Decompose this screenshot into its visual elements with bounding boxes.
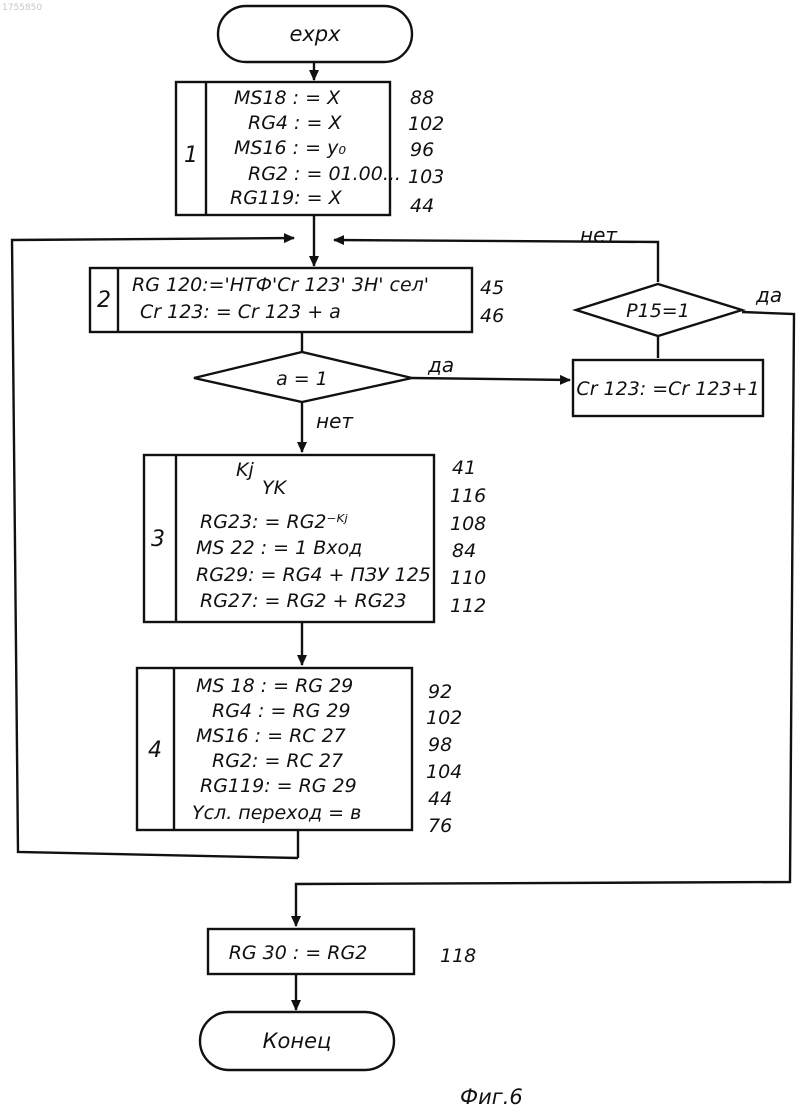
process-block-2: 2 RG 120:='HTФ'Cr 123' 3H' cел' Cr 123: … bbox=[90, 268, 472, 332]
block3-line-6: RG27: = RG2 + RG23 bbox=[200, 590, 407, 612]
watermark-text: 1755850 bbox=[2, 3, 42, 13]
block1-line-3: MS16 : = y₀ bbox=[234, 137, 346, 159]
process-block-1: 1 MS18 : = X RG4 : = X MS16 : = y₀ RG2 :… bbox=[176, 82, 401, 215]
decision-a-yes-label: да bbox=[427, 353, 454, 377]
block1-line-4: RG2 : = 01.00... bbox=[248, 163, 401, 185]
block1-ref-1: 88 bbox=[410, 87, 434, 109]
block3-ref-5: 110 bbox=[450, 567, 486, 589]
block3-line-4: MS 22 : = 1 Bxoд bbox=[196, 537, 362, 559]
block2-line-2: Cr 123: = Cr 123 + a bbox=[140, 301, 341, 323]
block1-ref-3: 96 bbox=[410, 139, 434, 161]
decision-a: a = 1 bbox=[194, 352, 412, 402]
block4-ref-2: 102 bbox=[426, 707, 462, 729]
start-terminator: expx bbox=[218, 6, 412, 62]
block3-line-1: Kj bbox=[236, 459, 254, 481]
block1-ref-5: 44 bbox=[410, 195, 434, 217]
block3-line-3: RG23: = RG2⁻ᴷʲ bbox=[200, 511, 348, 533]
block4-ref-4: 104 bbox=[426, 761, 462, 783]
increment-text: Cr 123: =Cr 123+1 bbox=[576, 378, 759, 400]
block4-number: 4 bbox=[148, 738, 162, 763]
start-label: expx bbox=[289, 22, 341, 46]
decision-a-no-label: нет bbox=[316, 409, 354, 433]
block1-line-1: MS18 : = X bbox=[234, 87, 341, 109]
block3-ref-4: 84 bbox=[452, 540, 476, 562]
block4-ref-5: 44 bbox=[428, 788, 452, 810]
block4-line-2: RG4 : = RG 29 bbox=[212, 700, 351, 722]
process-block-4: 4 MS 18 : = RG 29 RG4 : = RG 29 MS16 : =… bbox=[137, 668, 412, 830]
block4-line-5: RG119: = RG 29 bbox=[200, 775, 357, 797]
end-terminator: Конец bbox=[200, 1012, 394, 1070]
final-box-text: RG 30 : = RG2 bbox=[229, 942, 368, 964]
block3-line-2: YK bbox=[262, 477, 288, 499]
block3-ref-6: 112 bbox=[450, 595, 486, 617]
block4-line-3: MS16 : = RC 27 bbox=[196, 725, 346, 747]
block1-refs: 88 102 96 103 44 bbox=[408, 87, 444, 217]
block1-ref-4: 103 bbox=[408, 166, 444, 188]
p15-yes-label: да bbox=[755, 283, 782, 307]
block4-ref-1: 92 bbox=[428, 681, 452, 703]
block3-refs: 41 116 108 84 110 112 bbox=[450, 457, 486, 617]
block4-line-4: RG2: = RC 27 bbox=[212, 750, 343, 772]
block3-line-5: RG29: = RG4 + ПЗУ 125 bbox=[196, 564, 431, 586]
block2-number: 2 bbox=[97, 288, 111, 313]
block3-number: 3 bbox=[151, 527, 165, 552]
block1-line-5: RG119: = X bbox=[230, 187, 343, 209]
block2-ref-2: 46 bbox=[480, 305, 504, 327]
process-block-3: 3 Kj YK RG23: = RG2⁻ᴷʲ MS 22 : = 1 Bxoд … bbox=[144, 455, 434, 622]
block1-ref-2: 102 bbox=[408, 113, 444, 135]
block3-ref-1: 41 bbox=[452, 457, 476, 479]
block4-ref-3: 98 bbox=[428, 734, 452, 756]
arrow-decision-a-yes bbox=[412, 378, 570, 380]
p15-no-label: нет bbox=[580, 223, 618, 247]
block2-line-1: RG 120:='HTФ'Cr 123' 3H' cел' bbox=[132, 274, 429, 296]
block3-ref-3: 108 bbox=[450, 513, 486, 535]
decision-a-condition: a = 1 bbox=[276, 368, 328, 390]
decision-p15: P15=1 bbox=[576, 284, 742, 336]
increment-box: Cr 123: =Cr 123+1 bbox=[573, 360, 763, 416]
block1-line-2: RG4 : = X bbox=[248, 112, 342, 134]
block4-line-1: MS 18 : = RG 29 bbox=[196, 675, 353, 697]
p15-condition: P15=1 bbox=[626, 300, 690, 322]
block4-refs: 92 102 98 104 44 76 bbox=[426, 681, 462, 837]
final-box-ref: 118 bbox=[440, 945, 476, 967]
block2-ref-1: 45 bbox=[480, 277, 504, 299]
block1-number: 1 bbox=[184, 143, 198, 168]
final-process-box: RG 30 : = RG2 bbox=[208, 929, 414, 974]
block3-ref-2: 116 bbox=[450, 485, 486, 507]
figure-caption: Фиг.6 bbox=[460, 1085, 523, 1109]
block4-ref-6: 76 bbox=[428, 815, 452, 837]
end-label: Конец bbox=[263, 1029, 332, 1053]
block4-line-6: Ycл. переход = в bbox=[192, 802, 361, 824]
